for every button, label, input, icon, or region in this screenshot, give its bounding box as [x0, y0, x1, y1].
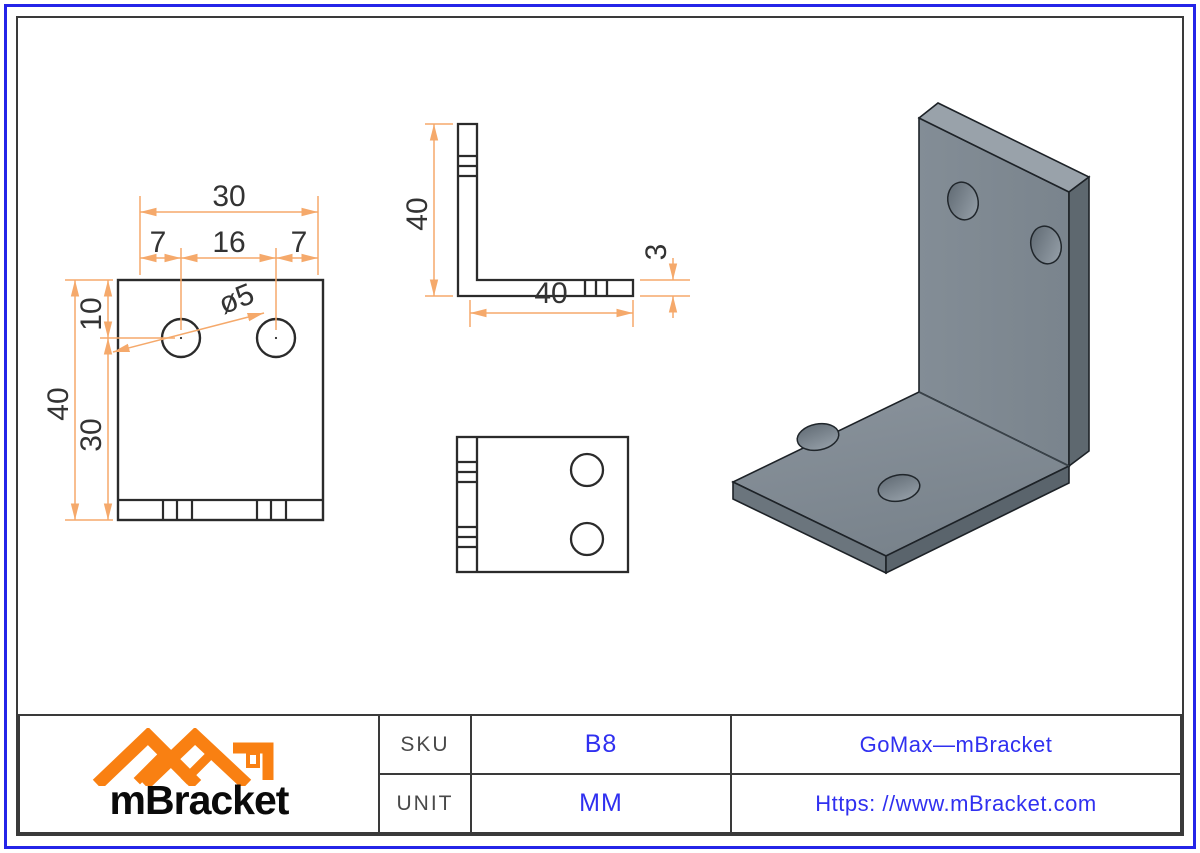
- sku-value: B8: [472, 716, 732, 773]
- sheet-inner-frame: [16, 16, 1184, 836]
- unit-label: UNIT: [380, 775, 472, 832]
- title-block-row-unit: UNIT MM Https: //www.mBracket.com: [380, 775, 1180, 832]
- product-name: GoMax—mBracket: [859, 731, 1053, 757]
- title-block-rows: SKU B8 GoMax—mBracket UNIT MM Https: //w…: [380, 716, 1180, 832]
- company-logo: mBracket: [20, 716, 380, 832]
- sheet-outer-border: [4, 4, 1196, 849]
- title-block: mBracket SKU B8 GoMax—mBracket UNIT MM H…: [18, 714, 1182, 834]
- unit-value: MM: [472, 775, 732, 832]
- website-url[interactable]: Https: //www.mBracket.com: [815, 790, 1097, 816]
- sku-label: SKU: [380, 716, 472, 773]
- logo-wordmark: mBracket: [109, 776, 290, 823]
- title-block-row-sku: SKU B8 GoMax—mBracket: [380, 716, 1180, 775]
- roof-logo-icon: [92, 727, 273, 786]
